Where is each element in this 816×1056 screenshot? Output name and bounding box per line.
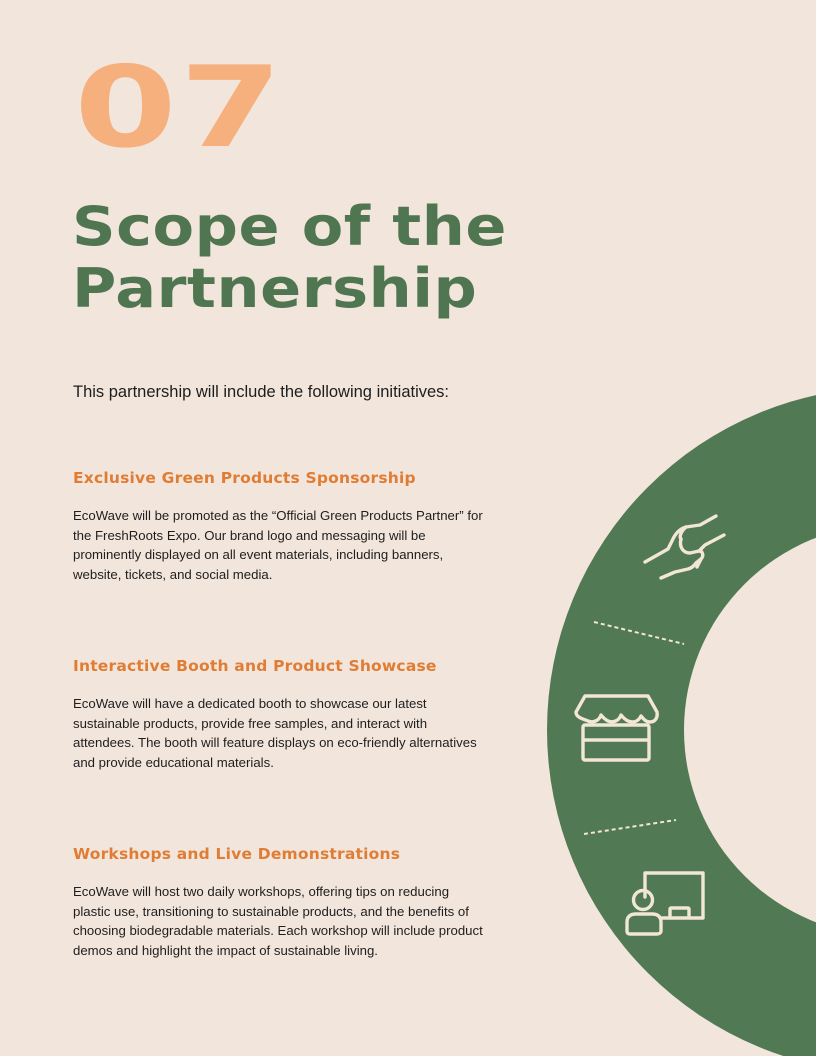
initiative-title: Exclusive Green Products Sponsorship	[73, 469, 416, 487]
initiative-workshops: Workshops and Live Demonstrations EcoWav…	[73, 845, 483, 960]
intro-text: This partnership will include the follow…	[73, 383, 450, 401]
section-number: 07	[74, 43, 286, 173]
initiative-title: Workshops and Live Demonstrations	[73, 845, 401, 863]
initiative-booth: Interactive Booth and Product Showcase E…	[73, 657, 483, 772]
presenter-board-icon	[625, 871, 705, 936]
divider-dashed-2	[583, 819, 677, 835]
initiative-body: EcoWave will have a dedicated booth to s…	[73, 696, 477, 770]
handshake-icon	[643, 514, 726, 580]
initiative-sponsorship: Exclusive Green Products Sponsorship Eco…	[73, 469, 483, 584]
green-ring	[547, 395, 816, 1056]
initiative-body: EcoWave will host two daily workshops, o…	[73, 884, 483, 958]
initiative-body: EcoWave will be promoted as the “Officia…	[73, 508, 483, 582]
divider-dashed-1	[593, 621, 685, 645]
page-title: Scope of the Partnership	[72, 195, 507, 320]
storefront-booth-icon	[574, 694, 659, 762]
initiative-title: Interactive Booth and Product Showcase	[73, 657, 437, 675]
